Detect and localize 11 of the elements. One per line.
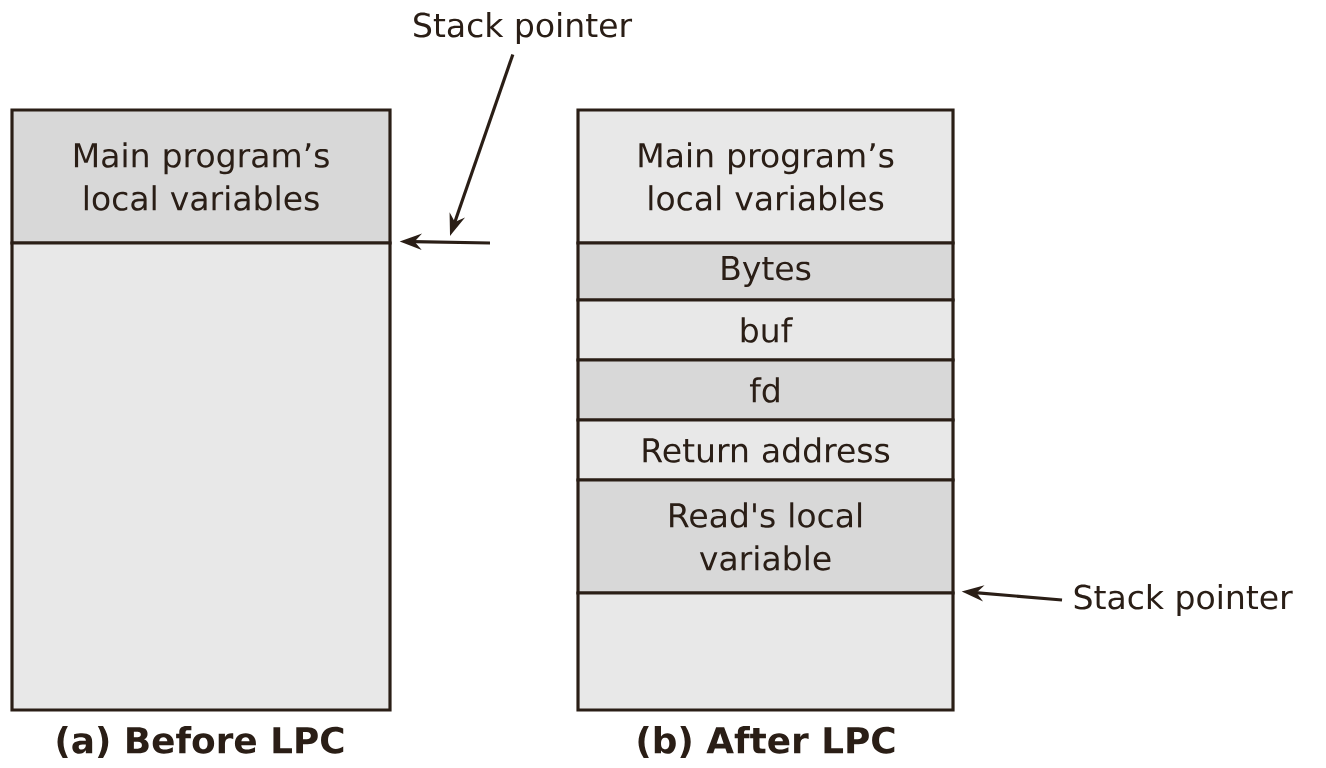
stack-frame-box: buf bbox=[576, 298, 955, 362]
stack-frame-box: Main program’s local variables bbox=[10, 108, 392, 245]
stack-frame-box: Main program’s local variables bbox=[576, 108, 955, 245]
stack-area-box bbox=[10, 241, 392, 712]
stack-frame-box: Read's local variable bbox=[576, 478, 955, 595]
pointer-label: Stack pointer bbox=[1074, 584, 1293, 616]
stack-frame-box: Return address bbox=[576, 418, 955, 482]
stack-frame-box: fd bbox=[576, 358, 955, 422]
stack-area-box bbox=[576, 591, 955, 712]
pointer-label: Stack pointer bbox=[414, 12, 633, 44]
stack-frame-box: Bytes bbox=[576, 241, 955, 302]
